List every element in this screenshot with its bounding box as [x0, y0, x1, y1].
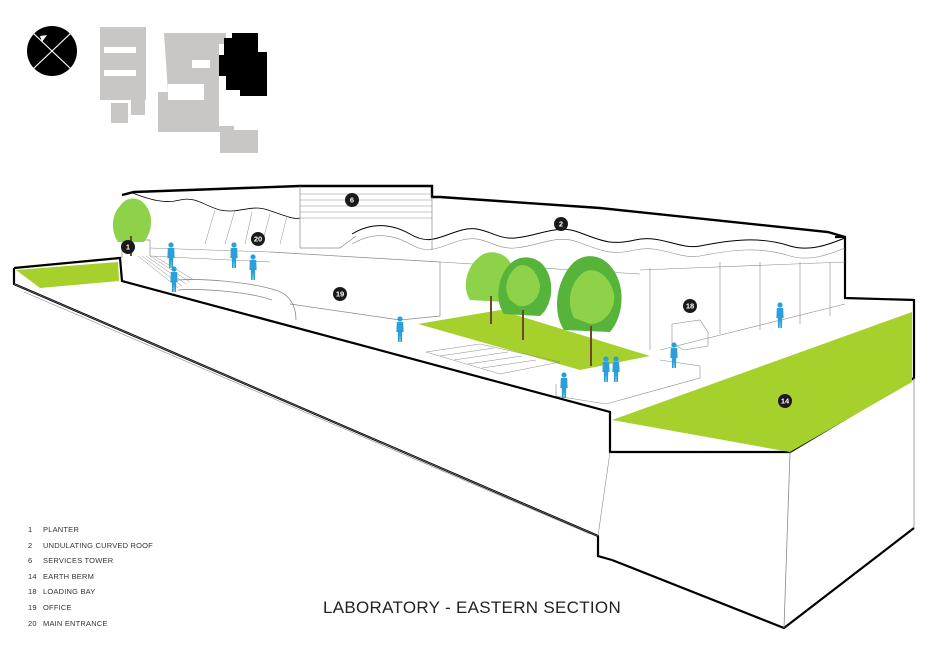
- callout-19: 19: [333, 287, 347, 301]
- callout-2: 2: [554, 217, 568, 231]
- callout-20: 20: [251, 232, 265, 246]
- legend-number: 1: [28, 525, 33, 534]
- legend-item: 2 UNDULATING CURVED ROOF: [28, 538, 153, 554]
- legend-label: SERVICES TOWER: [43, 556, 114, 566]
- callout-2-label: 2: [559, 220, 563, 229]
- legend-label: MAIN ENTRANCE: [43, 618, 108, 628]
- legend-item: 20 MAIN ENTRANCE: [28, 616, 153, 632]
- callout-18: 18: [683, 299, 697, 313]
- legend-number: 6: [28, 556, 33, 566]
- callout-6-label: 6: [350, 196, 354, 205]
- callout-14-label: 14: [781, 397, 790, 406]
- building: [121, 184, 846, 405]
- legend-item: 19 OFFICE: [28, 600, 153, 616]
- planter-lawn: [16, 262, 119, 288]
- person-icon: [396, 316, 404, 342]
- lawns: [16, 262, 912, 452]
- legend-label: OFFICE: [43, 602, 72, 612]
- trees: [112, 198, 622, 366]
- callout-1: 1: [121, 240, 135, 254]
- callouts: 1 2 6 14 18 19 20: [121, 193, 792, 408]
- callout-14: 14: [778, 394, 792, 408]
- person-icon: [776, 302, 784, 328]
- legend-label: LOADING BAY: [43, 587, 96, 597]
- person-icon: [167, 242, 175, 268]
- legend-number: 2: [28, 540, 33, 550]
- person-icon: [249, 254, 257, 280]
- legend-item: 18 LOADING BAY: [28, 584, 153, 600]
- legend-item: 6 SERVICES TOWER: [28, 553, 153, 569]
- drawing-title: LABORATORY - EASTERN SECTION: [322, 598, 622, 617]
- legend-number: 18: [28, 587, 37, 597]
- legend-number: 14: [28, 571, 37, 581]
- legend-number: 20: [28, 618, 37, 628]
- key-plan-highlight: [219, 33, 267, 96]
- callout-18-label: 18: [686, 302, 694, 311]
- legend-number: 19: [28, 602, 37, 612]
- tree-icon: [498, 257, 552, 340]
- legend: 1 PLANTER 2 UNDULATING CURVED ROOF 6 SERVIC…: [28, 522, 153, 631]
- callout-19-label: 19: [336, 290, 344, 299]
- callout-1-label: 1: [126, 243, 130, 252]
- legend-label: PLANTER: [43, 525, 79, 534]
- legend-item: 14 EARTH BERM: [28, 569, 153, 585]
- callout-6: 6: [345, 193, 359, 207]
- earth-berm-lawn: [612, 312, 912, 452]
- person-icon: [560, 372, 568, 398]
- legend-label: UNDULATING CURVED ROOF: [43, 540, 153, 550]
- key-plan: [100, 27, 267, 153]
- legend-label: EARTH BERM: [43, 571, 95, 581]
- callout-20-label: 20: [254, 235, 262, 244]
- north-arrow-icon: [27, 26, 77, 76]
- person-icon: [230, 242, 238, 268]
- tree-icon: [557, 256, 622, 366]
- legend-item: 1 PLANTER: [28, 522, 153, 538]
